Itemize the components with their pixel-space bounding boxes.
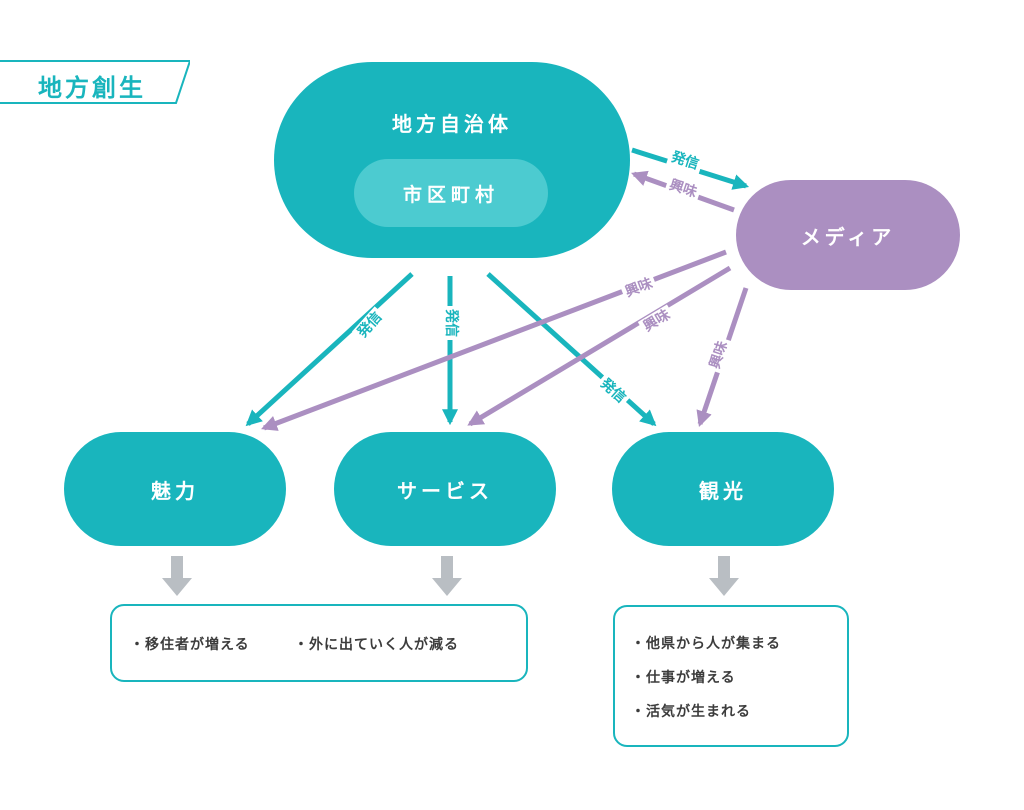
outcome-box-left: ・移住者が増える ・外に出ていく人が減る: [110, 604, 528, 682]
node-shikuchoson: 市区町村: [354, 159, 548, 227]
arrow-media-to-service: [467, 265, 732, 427]
node-miryoku: 魅力: [64, 432, 286, 546]
down-arrow-icon: [162, 556, 192, 596]
node-jichitai: 地方自治体 市区町村: [274, 62, 630, 258]
outcome-item: ・外に出ていく人が減る: [294, 637, 459, 653]
title-tag: 地方創生: [0, 60, 190, 104]
title-tag-frame: [0, 60, 190, 104]
edge-label-jichitai-service: 発信: [442, 306, 460, 340]
node-kanko: 観光: [612, 432, 834, 546]
down-arrow-icon: [709, 556, 739, 596]
node-jichitai-label: 地方自治体: [392, 112, 512, 136]
outcome-item: ・他県から人が集まる: [631, 636, 781, 652]
down-arrow-icon: [432, 556, 462, 596]
outcome-item: ・仕事が増える: [631, 670, 736, 686]
outcome-item: ・移住者が増える: [130, 637, 250, 653]
outcome-item: ・活気が生まれる: [631, 704, 751, 720]
arrow-jichitai-to-miryoku: [245, 272, 414, 427]
outcome-box-right: ・他県から人が集まる ・仕事が増える ・活気が生まれる: [613, 605, 849, 747]
page-title: 地方創生: [38, 74, 146, 102]
node-media: メディア: [736, 180, 960, 290]
node-service: サービス: [334, 432, 556, 546]
